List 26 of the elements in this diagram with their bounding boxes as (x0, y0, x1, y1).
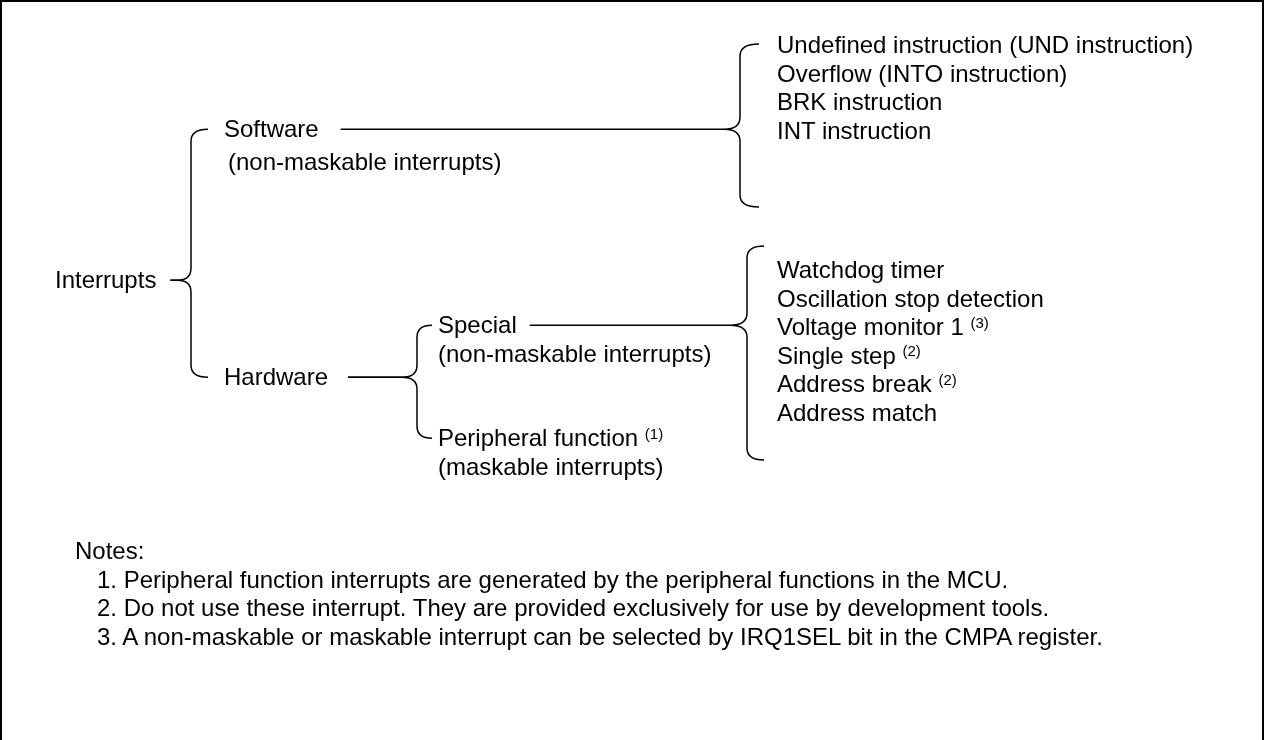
list-item: Address match (777, 398, 939, 427)
note-text: 1. Peripheral function interrupts are generated by the peripheral functions in the MCU. (97, 565, 1009, 594)
node-label: Software (208, 115, 341, 144)
list-item: Undefined instruction (UND instruction) (777, 31, 1194, 60)
list-item: INT instruction (777, 116, 933, 145)
brace-connector (169, 279, 209, 378)
node-label: Hardware (208, 363, 349, 392)
node-caption: (non-maskable interrupts) (228, 148, 502, 177)
note-text: 2. Do not use these interrupt. They are provided exclusively for use by development tools. (97, 594, 1050, 623)
list-item: Voltage monitor 1 $^{(3)}$ (777, 313, 990, 342)
note-text: 3. A non-maskable or maskable interrupt can be selected by IRQ1SEL bit in the CMPA register. (97, 622, 1103, 651)
list-item: Single step $^{(2)}$ (777, 341, 922, 370)
brace-connector (339, 43, 760, 208)
node-label: Special (432, 311, 530, 340)
list-item: BRK instruction (777, 88, 944, 117)
brace-connector (528, 245, 765, 461)
node-label: Interrupts (55, 266, 171, 295)
list-item: Address break $^{(2)}$ (777, 370, 958, 399)
node-caption: (non-maskable interrupts) (438, 340, 712, 369)
node-caption: (maskable interrupts) (438, 453, 664, 482)
list-item: Watchdog timer (777, 256, 946, 285)
list-item: Overflow (INTO instruction) (777, 59, 1069, 88)
node-label: Peripheral function $^{(1)}$ (432, 424, 664, 453)
notes-heading: Notes: (75, 537, 145, 566)
list-item: Oscillation stop detection (777, 284, 1044, 313)
brace-connector (347, 376, 433, 439)
